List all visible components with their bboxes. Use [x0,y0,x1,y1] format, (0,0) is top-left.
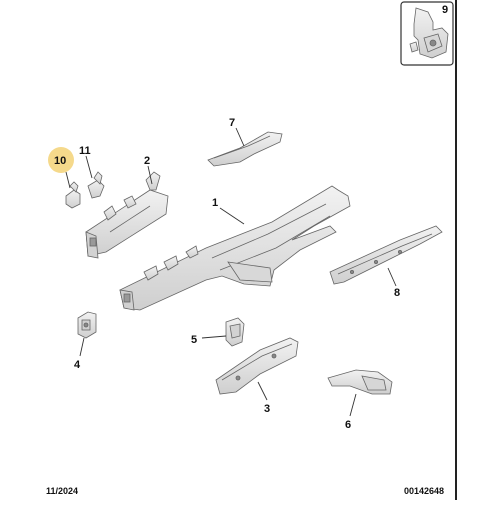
part-6-rear-bracket[interactable] [327,369,393,395]
callout-4[interactable]: 4 [74,359,81,371]
part-8-side-rail[interactable] [329,225,443,285]
leader-lines [65,127,397,417]
leader-3 [257,381,268,401]
footer-date: 11/2024 [46,486,79,496]
leader-8 [387,267,397,287]
callout-9[interactable]: 9 [442,4,448,16]
footer-reference-number: 00142648 [404,486,445,496]
callout-8[interactable]: 8 [394,287,400,299]
part-4-plate[interactable] [77,311,97,339]
callout-5[interactable]: 5 [191,334,197,346]
leader-2 [147,165,153,185]
callout-1[interactable]: 1 [212,197,218,209]
callout-labels: 1 2 3 4 5 6 7 8 9 10 11 [54,4,448,431]
callout-11[interactable]: 11 [79,145,91,157]
part-3-rear-rail[interactable] [215,337,299,395]
part-5-bracket[interactable] [225,317,245,347]
callout-3[interactable]: 3 [264,403,270,415]
part-9-bracket[interactable] [409,7,449,59]
leader-10 [65,171,71,189]
part-1-main-frame[interactable] [119,185,351,311]
leader-6 [349,393,357,417]
page-border [455,0,457,500]
leader-4 [79,337,85,357]
leader-1 [219,207,245,225]
part-2-front-frame[interactable] [85,171,169,259]
leader-11 [85,155,93,179]
callout-10-highlight [48,147,74,173]
leader-5 [201,335,227,339]
callout-2[interactable]: 2 [144,155,150,167]
callout-7[interactable]: 7 [229,117,235,129]
callout-6[interactable]: 6 [345,419,351,431]
leader-7 [235,127,245,147]
part-7-reinforcement[interactable] [207,131,283,167]
callout-10[interactable]: 10 [54,155,66,167]
part-11-bracket[interactable] [87,171,105,199]
part-10-bracket[interactable] [65,181,81,209]
